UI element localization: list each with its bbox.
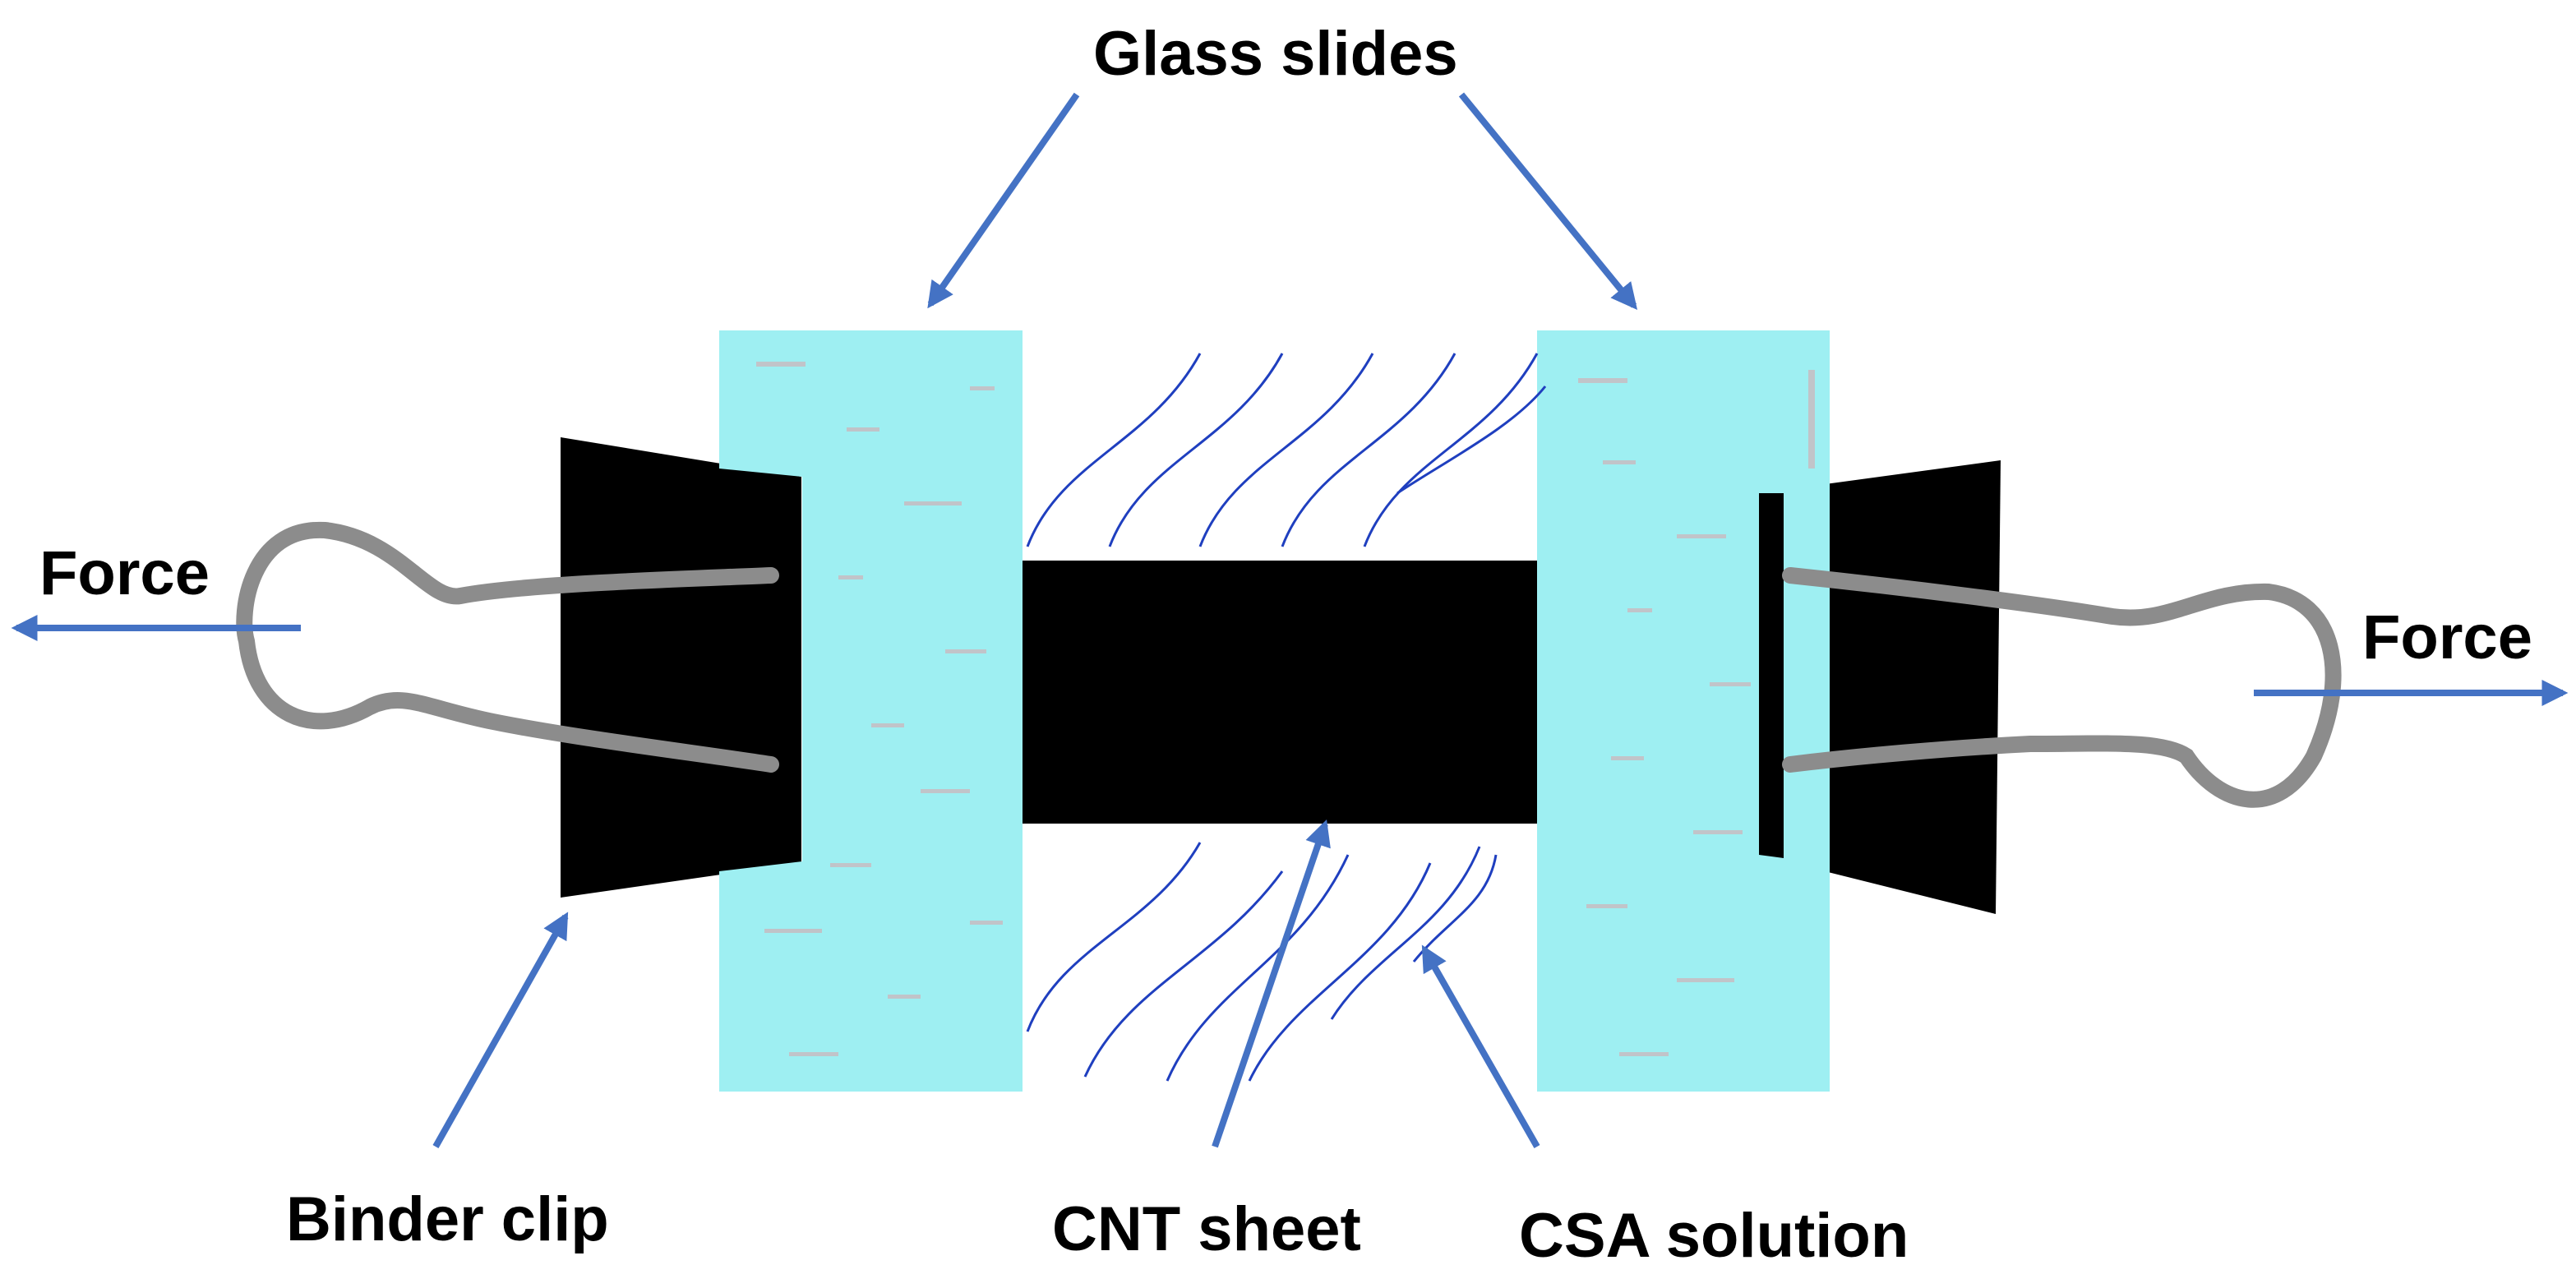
binder-clip-arrow (432, 912, 569, 1148)
csa-solution-arrow (1421, 944, 1540, 1148)
right-binder-clip-jaw (1759, 493, 1784, 858)
left-glass-slide (719, 330, 1023, 1092)
csa-solution-lines-top (1026, 353, 1547, 547)
right-binder-clip-wire (1782, 567, 2342, 808)
cnt-sheet-label: CNT sheet (1052, 1194, 1361, 1264)
glass-slides-arrow-right (1458, 92, 1638, 310)
glass-slides-label: Glass slides (1093, 19, 1458, 89)
binder-clip-label: Binder clip (286, 1184, 609, 1254)
left-binder-clip-body (561, 437, 801, 898)
csa-solution-label: CSA solution (1519, 1201, 1909, 1271)
glass-slides-arrow-left (927, 92, 1080, 309)
cnt-sheet-arrow (1212, 819, 1331, 1148)
csa-solution-lines-bottom (1026, 842, 1498, 1082)
cnt-sheet (1023, 561, 1537, 824)
right-glass-slide (1537, 330, 1830, 1092)
force-label-left: Force (39, 538, 210, 608)
left-binder-clip-wire (236, 521, 779, 773)
force-label-right: Force (2362, 602, 2532, 672)
